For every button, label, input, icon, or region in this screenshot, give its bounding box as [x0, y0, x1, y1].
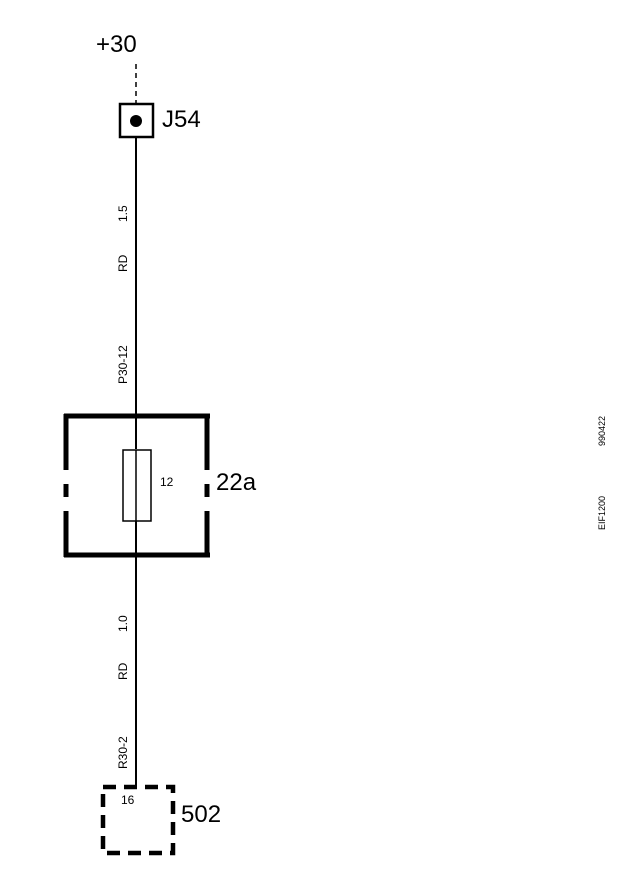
connector-j54-label: J54 [162, 106, 201, 133]
connector-502: 16 502 [100, 784, 221, 856]
wire-lower-size: 1.0 [116, 615, 130, 632]
wire-lower-id: R30-2 [116, 736, 130, 769]
connector-j54-dot [130, 115, 142, 127]
supply-label: +30 [96, 31, 137, 58]
connector-502-box [100, 784, 176, 856]
connector-502-pin: 16 [121, 793, 135, 807]
connector-j54: J54 [118, 102, 201, 139]
wire-upper-color: RD [116, 254, 130, 272]
wire-upper-size: 1.5 [116, 205, 130, 222]
fuse-12 [122, 449, 152, 522]
fuse-number: 12 [160, 475, 174, 489]
connector-502-label: 502 [181, 801, 221, 828]
fuse-box-label: 22a [216, 469, 257, 496]
wire-lower-color: RD [116, 662, 130, 680]
figure-id-code: EIF1200 [597, 496, 607, 530]
date-code: 990422 [597, 416, 607, 446]
fuse-box-22a: 22a [63, 413, 257, 558]
wire-upper-id: P30-12 [116, 345, 130, 384]
